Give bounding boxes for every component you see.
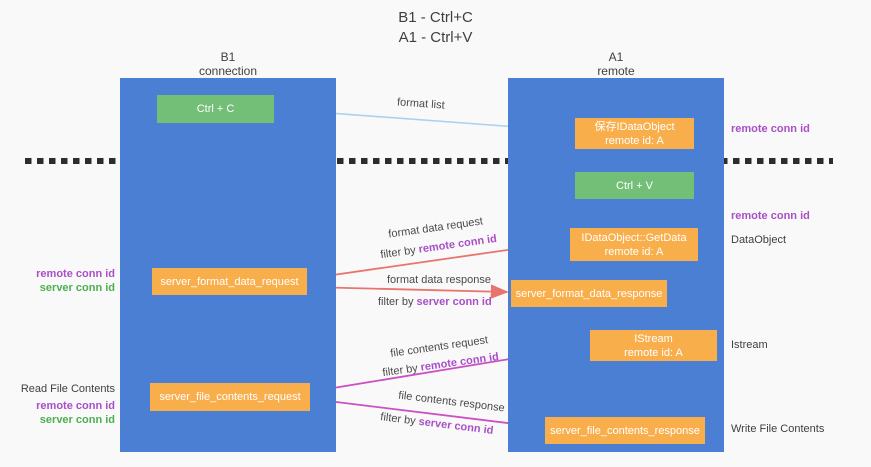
node-getdata-line2: remote id: A: [604, 245, 664, 258]
annotation-server-conn-id-left: server conn id: [39, 282, 115, 294]
node-stored-dataobject-line1: 保存IDataObject: [594, 120, 675, 133]
label-filter-server-2: filter by server conn id: [380, 411, 494, 437]
server-conn-id-text: server conn id: [417, 415, 495, 437]
label-filter-server-1: filter by server conn id: [378, 296, 492, 308]
node-ctrl-v: Ctrl + V: [575, 172, 694, 199]
node-getdata-line1: IDataObject::GetData: [581, 231, 687, 244]
remote-conn-id-text: remote conn id: [419, 350, 500, 374]
annotation-remote-conn-id-top: remote conn id: [731, 123, 810, 135]
title-line-1: B1 - Ctrl+C: [398, 9, 473, 26]
node-istream: IStream remote id: A: [590, 330, 717, 361]
label-file-contents-response: file contents response: [397, 389, 506, 415]
edge-format-data-response: [308, 284, 509, 299]
filter-by-text: filter by: [378, 296, 417, 308]
node-sfd-response-label: server_format_data_response: [515, 287, 663, 300]
remote-conn-id-text: remote conn id: [417, 232, 498, 256]
node-server-format-data-response: server_format_data_response: [511, 280, 667, 307]
annotation-remote-conn-id-left: remote conn id: [36, 268, 115, 280]
node-sfd-request-label: server_format_data_request: [160, 275, 299, 288]
node-stored-dataobject: 保存IDataObject remote id: A: [575, 118, 694, 149]
node-server-format-data-request: server_format_data_request: [152, 268, 307, 295]
node-ctrl-v-label: Ctrl + V: [616, 179, 653, 192]
annotation-remote-conn-id-left2: remote conn id: [36, 400, 115, 412]
label-format-data-response: format data response: [387, 274, 491, 286]
server-conn-id-text: server conn id: [416, 296, 492, 308]
node-sfc-request-label: server_file_contents_request: [159, 391, 301, 403]
annotation-remote-conn-id-mid: remote conn id: [731, 210, 810, 222]
annotation-read-file-contents: Read File Contents: [20, 383, 115, 395]
node-idataobject-getdata: IDataObject::GetData remote id: A: [570, 228, 698, 261]
node-stored-dataobject-line2: remote id: A: [605, 134, 664, 147]
diagram-title: B1 - Ctrl+C A1 - Ctrl+V: [0, 8, 871, 48]
filter-by-text: filter by: [379, 411, 420, 428]
lane-a1-role: remote: [597, 64, 635, 78]
node-server-file-contents-response: server_file_contents_response: [545, 417, 705, 444]
title-line-2: A1 - Ctrl+V: [398, 29, 473, 46]
node-istream-line1: IStream: [634, 332, 673, 345]
node-server-file-contents-request: server_file_contents_request: [150, 383, 310, 411]
filter-by-text: filter by: [379, 243, 420, 262]
node-istream-line2: remote id: A: [624, 346, 683, 359]
label-format-list: format list: [396, 96, 446, 112]
lane-header-a1: A1 remote: [508, 50, 724, 78]
lane-b1-role: connection: [198, 64, 258, 78]
annotation-write-file-contents: Write File Contents: [731, 423, 825, 435]
node-ctrl-c: Ctrl + C: [157, 95, 274, 123]
annotation-istream: Istream: [731, 339, 768, 351]
node-ctrl-c-label: Ctrl + C: [196, 103, 235, 115]
annotation-server-conn-id-left2: server conn id: [39, 414, 115, 426]
filter-by-text: filter by: [381, 361, 422, 380]
node-sfc-response-label: server_file_contents_response: [550, 424, 700, 437]
lane-b1-name: B1: [220, 50, 236, 64]
lane-a1-name: A1: [608, 50, 624, 64]
lane-header-b1: B1 connection: [120, 50, 336, 78]
annotation-dataobject: DataObject: [731, 234, 787, 246]
